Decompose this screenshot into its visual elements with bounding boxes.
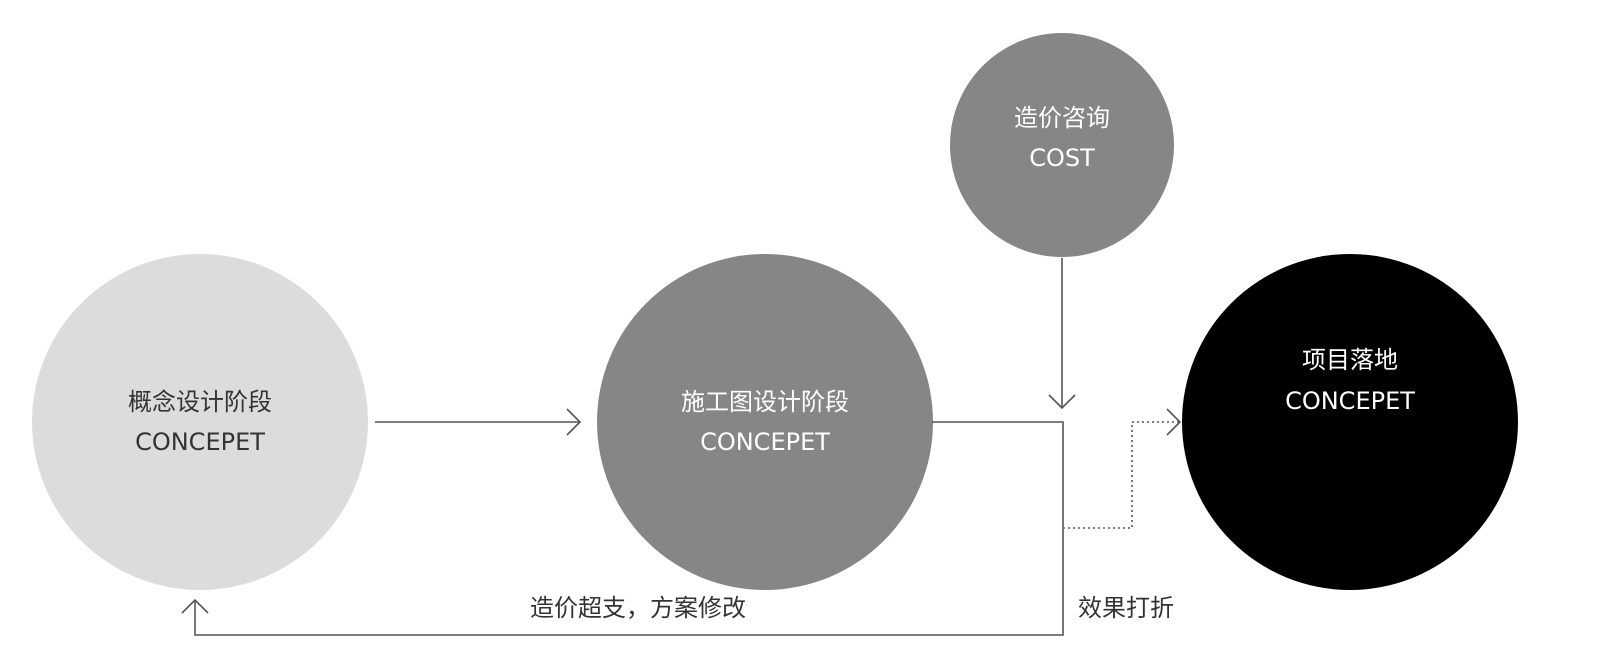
discount-caption: 效果打折 [1078,594,1174,622]
node-construction-subtitle: CONCEPET [700,428,830,456]
node-cost-subtitle: COST [1029,144,1095,172]
node-concept-design: 概念设计阶段 CONCEPET [32,254,368,590]
node-concept-title: 概念设计阶段 [128,388,272,416]
edge-to-project-landing-arrowhead [1166,408,1182,436]
node-landing-circle [1182,254,1518,590]
edge-to-project-landing [1063,421,1180,529]
node-landing-title: 项目落地 [1302,346,1398,374]
feedback-caption: 造价超支，方案修改 [530,594,746,622]
node-concept-circle [32,254,368,590]
node-cost-consulting: 造价咨询 COST [950,33,1174,257]
edge-feedback-loop [181,421,1064,636]
node-cost-circle [950,33,1174,257]
edge-concept-to-construction [375,408,582,436]
node-construction-circle [597,254,933,590]
node-concept-subtitle: CONCEPET [135,428,265,456]
node-construction-design: 施工图设计阶段 CONCEPET [597,254,933,590]
node-project-landing: 项目落地 CONCEPET [1182,254,1518,590]
node-cost-title: 造价咨询 [1014,104,1110,132]
edge-cost-to-junction [1048,258,1076,410]
node-landing-subtitle: CONCEPET [1285,387,1415,415]
node-construction-title: 施工图设计阶段 [681,388,849,416]
